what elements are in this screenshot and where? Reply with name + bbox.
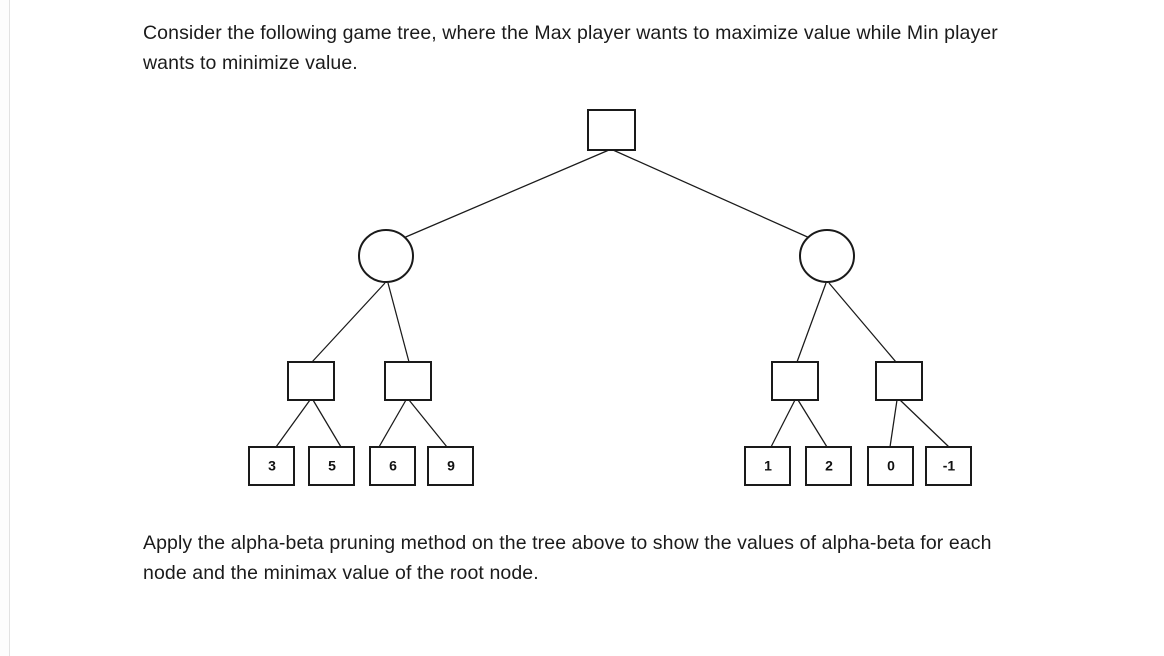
leaf-node-6-shape [805,446,852,486]
edge-max-2-to-leaf-4 [408,399,448,448]
leaf-node-1-shape [248,446,295,486]
leaf-node-2[interactable]: 5 [308,446,355,486]
leaf-node-8-shape [925,446,972,486]
edge-max-4-to-leaf-7 [889,399,898,448]
leaf-node-2-label: 5 [328,458,336,474]
edge-max-2-to-leaf-3 [378,399,407,448]
leaf-node-2-shape [308,446,355,486]
edge-min-left-to-max-1 [311,282,386,363]
node-max-1-shape [287,361,335,401]
edge-max-4-to-leaf-8 [899,399,950,448]
edge-max-3-to-leaf-5 [770,399,796,448]
page-left-gutter [0,0,10,656]
node-max-3-shape [771,361,819,401]
edge-root-to-min-right [612,149,813,240]
node-root[interactable] [587,109,636,151]
leaf-node-1[interactable]: 3 [248,446,295,486]
leaf-node-7-label: 0 [887,458,895,474]
edge-max-1-to-leaf-2 [312,399,342,448]
leaf-node-6-label: 2 [825,458,833,474]
node-min-left[interactable] [358,229,414,283]
edge-max-1-to-leaf-1 [275,399,311,448]
leaf-node-3-shape [369,446,416,486]
edge-min-right-to-max-3 [796,282,827,363]
leaf-node-6[interactable]: 2 [805,446,852,486]
node-max-3[interactable] [771,361,819,401]
leaf-node-4-shape [427,446,474,486]
leaf-node-7-shape [867,446,914,486]
intro-paragraph: Consider the following game tree, where … [143,22,998,74]
leaf-node-5[interactable]: 1 [744,446,791,486]
node-max-4[interactable] [875,361,923,401]
node-max-2[interactable] [384,361,432,401]
task-paragraph: Apply the alpha-beta pruning method on t… [143,532,992,584]
leaf-node-3-label: 6 [389,458,397,474]
edge-min-right-to-max-4 [828,282,897,363]
edge-min-left-to-max-2 [387,282,410,363]
node-max-2-shape [384,361,432,401]
leaf-node-4[interactable]: 9 [427,446,474,486]
node-min-left-shape [358,229,414,283]
leaf-node-4-label: 9 [447,458,455,474]
leaf-node-1-label: 3 [268,458,276,474]
node-max-1[interactable] [287,361,335,401]
edge-max-3-to-leaf-6 [797,399,828,448]
leaf-node-7[interactable]: 0 [867,446,914,486]
leaf-node-5-shape [744,446,791,486]
node-root-shape [587,109,636,151]
leaf-node-8[interactable]: -1 [925,446,972,486]
node-max-4-shape [875,361,923,401]
leaf-node-5-label: 1 [764,458,772,474]
node-min-right[interactable] [799,229,855,283]
leaf-node-8-label: -1 [943,458,956,474]
node-min-right-shape [799,229,855,283]
edge-root-to-min-left [400,149,610,240]
leaf-node-3[interactable]: 6 [369,446,416,486]
